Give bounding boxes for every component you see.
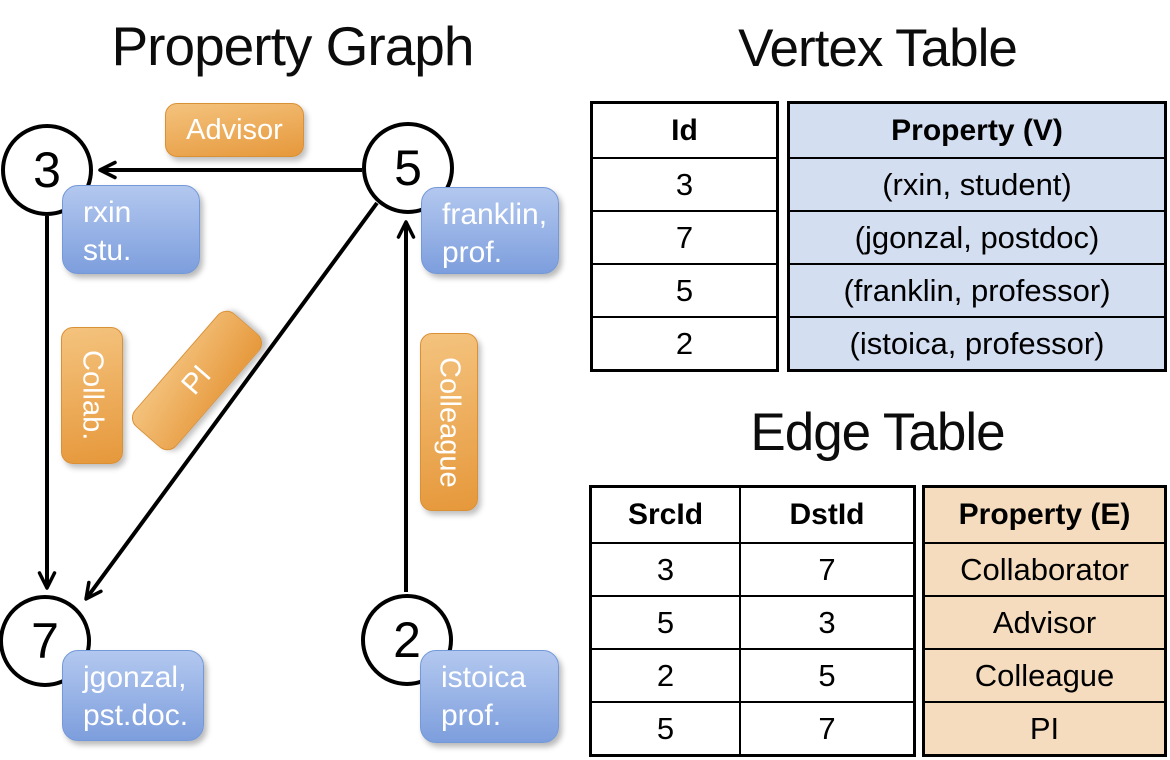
table-cell: 7 (818, 710, 836, 746)
table-row: (rxin, student) (790, 157, 1164, 210)
table-cell: 2 (592, 650, 741, 701)
edge-table-srcid-header: SrcId (592, 488, 741, 542)
edge-table-id-header-row: SrcId DstId (592, 488, 913, 542)
edge-table-id-columns: SrcId DstId 3 7 5 3 2 5 5 7 (589, 485, 916, 757)
vertex-label-line: jgonzal, (83, 661, 187, 694)
vertex-table-property-column: Property (V) (rxin, student) (jgonzal, p… (787, 101, 1167, 372)
vertex-label-jgonzal: jgonzal, pst.doc. (62, 650, 204, 741)
vertex-label-line: istoica (441, 661, 527, 694)
edge-label-collab: Collab. (61, 327, 123, 464)
graph-node-2: 2 (361, 594, 453, 686)
vertex-table-title: Vertex Table (738, 19, 1018, 78)
edge-table-property-column: Property (E) Collaborator Advisor Collea… (922, 485, 1167, 757)
graph-node-5: 5 (362, 122, 454, 214)
table-row: Advisor (925, 595, 1164, 648)
vertex-label-line: prof. (441, 699, 502, 732)
vertex-table-id-column: Id 3 7 5 2 (590, 101, 779, 372)
vertex-label-franklin: franklin, prof. (421, 187, 559, 274)
table-row: PI (925, 701, 1164, 754)
table-row: 5 (593, 263, 776, 316)
table-row: (istoica, professor) (790, 316, 1164, 369)
property-graph-title: Property Graph (111, 15, 474, 77)
table-row: 3 (593, 157, 776, 210)
table-row: 7 (593, 210, 776, 263)
edge-table-title: Edge Table (750, 403, 1005, 462)
vertex-label-istoica: istoica prof. (420, 650, 559, 743)
edge-label-advisor: Advisor (165, 103, 304, 157)
edge-table-property-header: Property (E) (958, 498, 1131, 531)
table-row: 3 7 (592, 542, 913, 595)
table-row: Collaborator (925, 542, 1164, 595)
table-row: 2 (593, 316, 776, 369)
table-row: 2 5 (592, 648, 913, 701)
vertex-table-property-header: Property (V) (891, 113, 1063, 147)
table-row: (jgonzal, postdoc) (790, 210, 1164, 263)
table-row: Colleague (925, 648, 1164, 701)
table-cell: 3 (818, 604, 836, 640)
table-cell: 5 (592, 597, 741, 648)
vertex-label-line: franklin, (442, 198, 548, 231)
vertex-label-line: prof. (442, 236, 503, 269)
vertex-table-id-header: Id (671, 113, 698, 147)
table-cell: 5 (818, 657, 836, 693)
vertex-label-line: stu. (83, 234, 132, 267)
vertex-label-line: pst.doc. (83, 699, 189, 732)
table-row: 5 3 (592, 595, 913, 648)
vertex-label-line: rxin (83, 196, 132, 229)
table-cell: 5 (592, 703, 741, 754)
table-cell: 3 (592, 544, 741, 595)
table-cell: 7 (818, 551, 836, 587)
edge-line-pi-5-to-7 (84, 201, 379, 601)
table-row: (franklin, professor) (790, 263, 1164, 316)
graph-edges-canvas (37, 160, 416, 601)
vertex-label-rxin: rxin stu. (62, 185, 200, 274)
edge-label-colleague: Colleague (420, 333, 478, 511)
edge-table-dstid-header: DstId (789, 498, 865, 531)
table-row: 5 7 (592, 701, 913, 754)
